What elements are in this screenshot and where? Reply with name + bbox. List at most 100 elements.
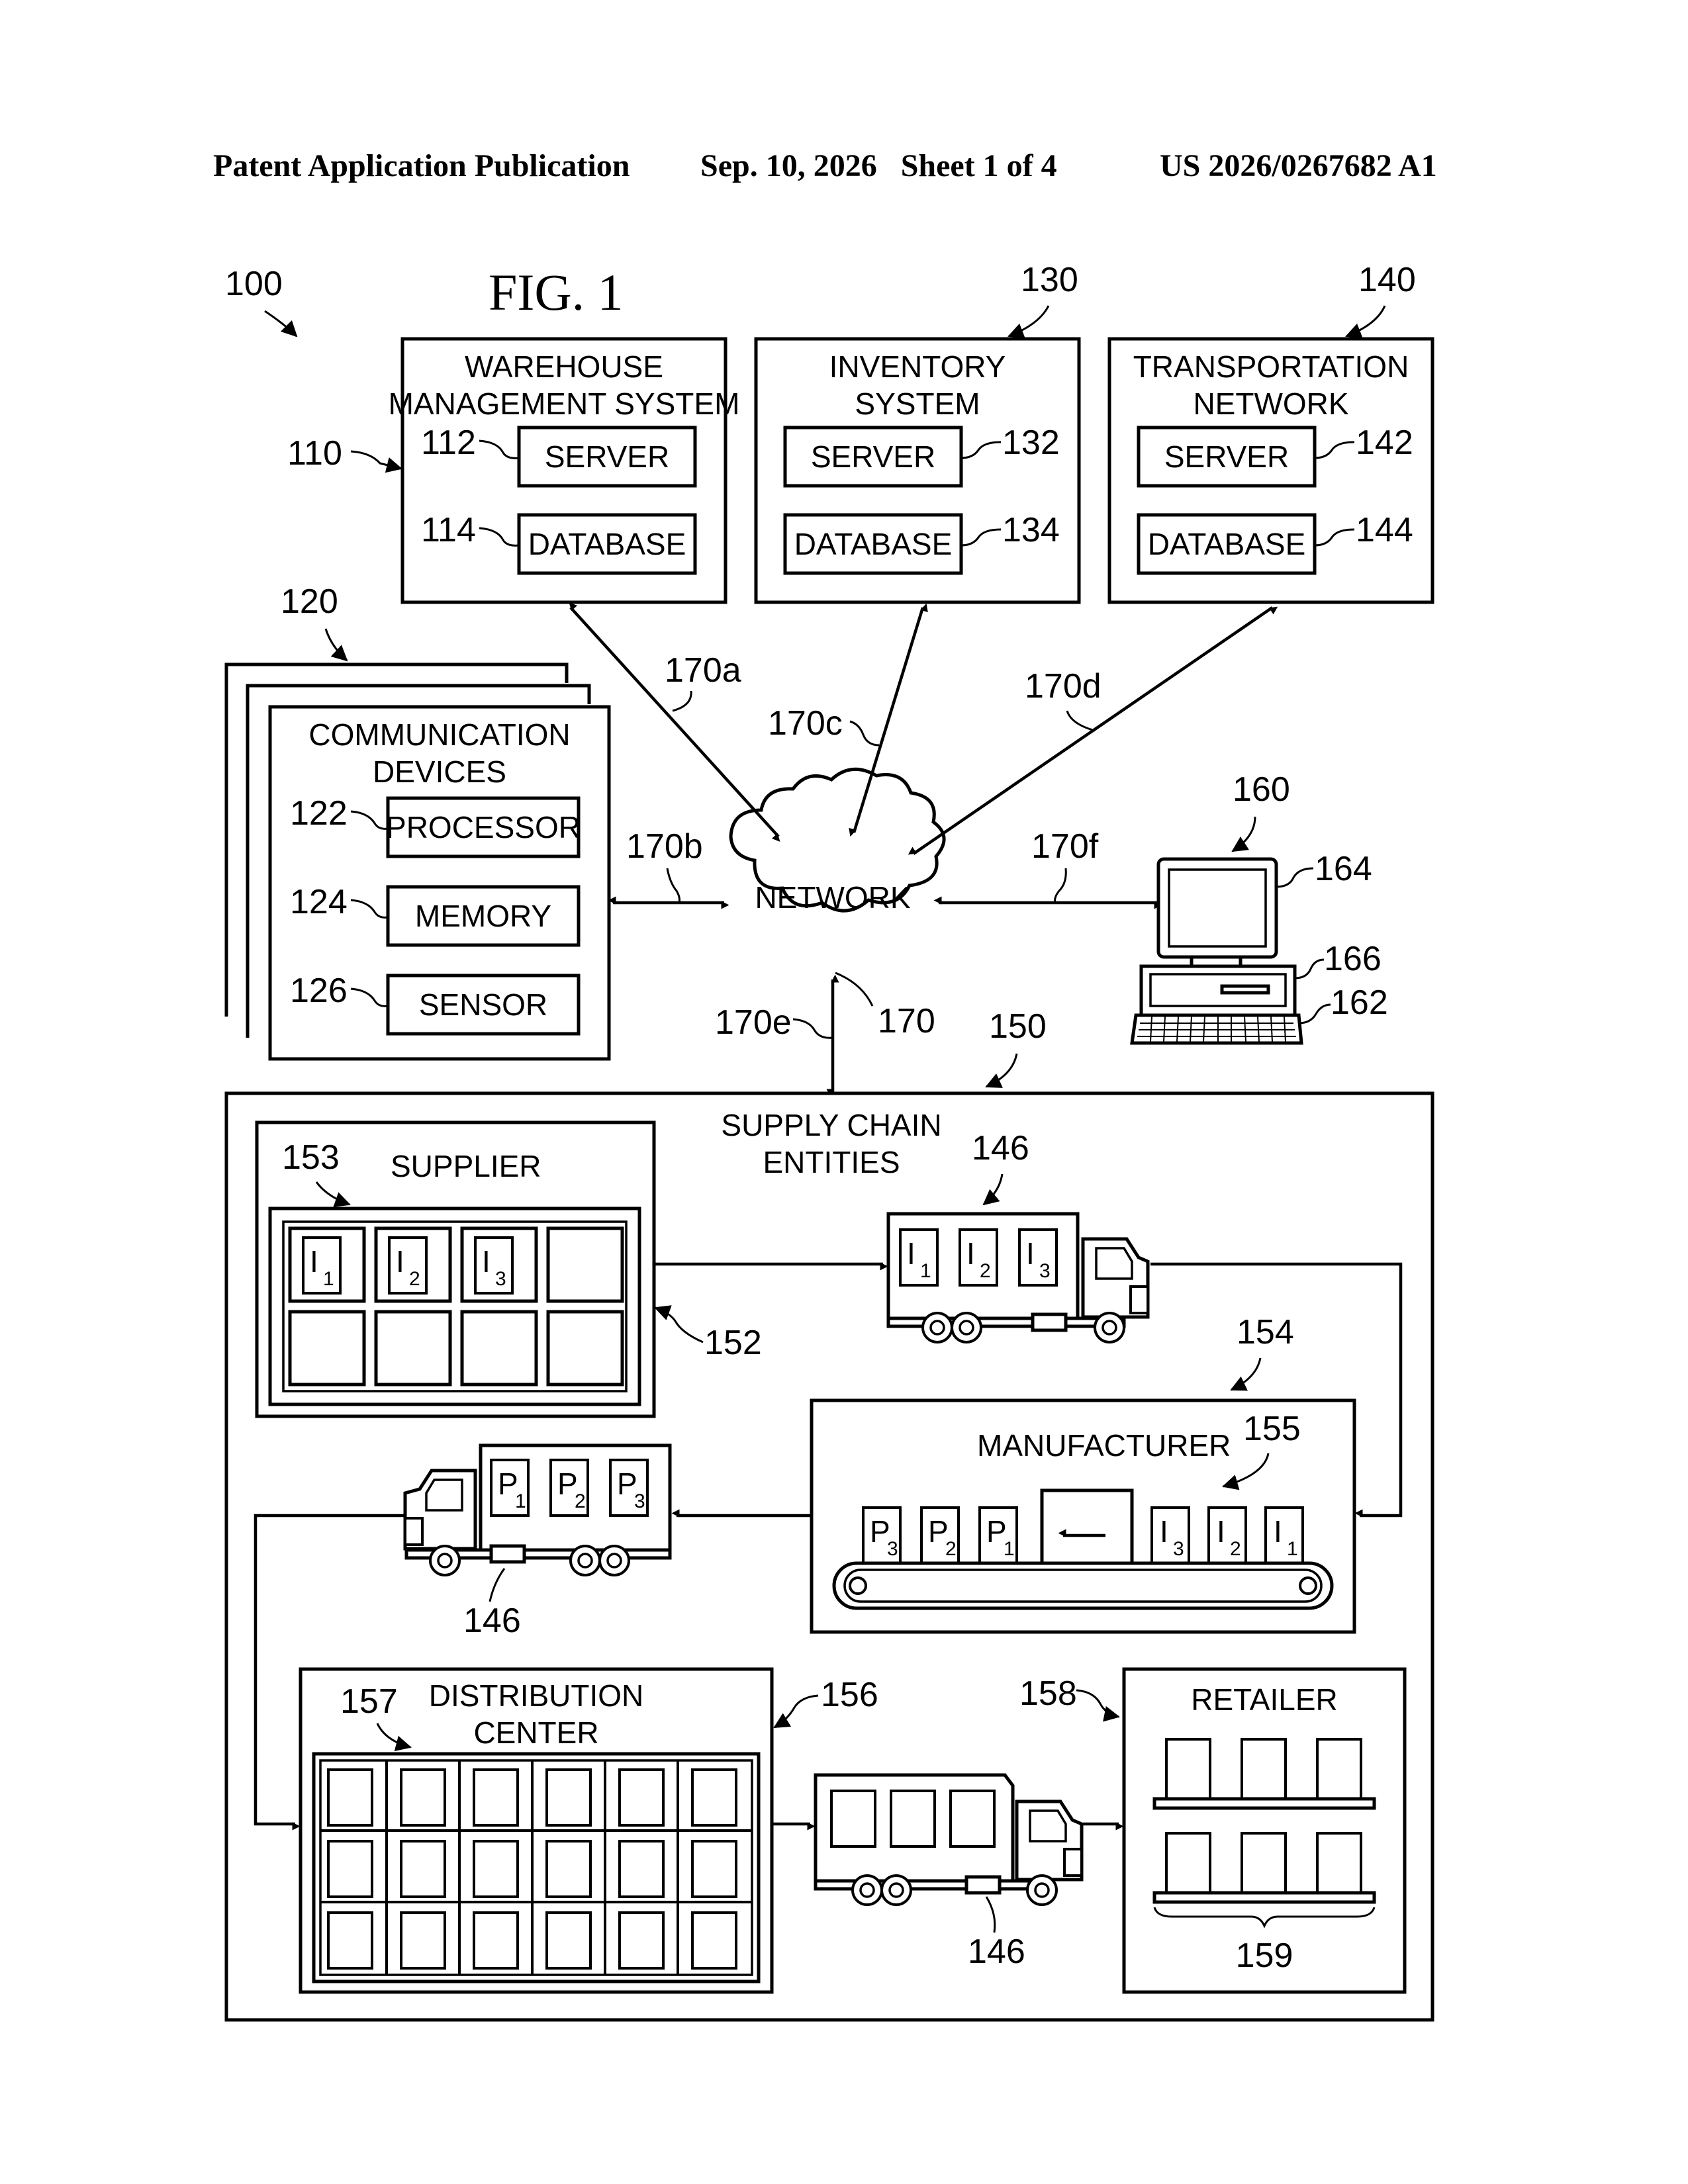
link-170e-leader	[793, 1019, 833, 1038]
warehouse-ref: 110	[287, 434, 342, 473]
truck-grille	[1131, 1287, 1148, 1313]
truck-wheel	[1095, 1313, 1124, 1342]
truck-item-letter: I	[907, 1236, 915, 1271]
supplier-slot	[548, 1312, 622, 1385]
truck-wheel	[882, 1876, 911, 1905]
devices-title-line-1: COMMUNICATION	[308, 717, 570, 752]
transport-server-label: SERVER	[1164, 439, 1289, 474]
transport-database-ref: 144	[1356, 511, 1413, 549]
truck-chassis	[816, 1881, 1050, 1889]
manufacturer-item-sub: 3	[1173, 1538, 1184, 1560]
supplier-item-box	[389, 1238, 426, 1293]
manufacturer-product-sub: 3	[887, 1538, 898, 1560]
retailer-product	[1166, 1833, 1210, 1893]
retailer-product	[1242, 1739, 1286, 1799]
devices-title-line-2: DEVICES	[373, 754, 506, 789]
retailer: RETAILER 159	[1124, 1669, 1405, 1992]
supplier-item-letter: I	[310, 1244, 318, 1279]
truck-wheel	[430, 1546, 459, 1575]
memory-label: MEMORY	[415, 899, 551, 933]
link-170f-leader	[1055, 868, 1066, 903]
distribution-title-line-2: CENTER	[473, 1715, 598, 1750]
warehouse-server-label: SERVER	[545, 439, 669, 474]
supply-chain-title-line-2: ENTITIES	[763, 1145, 900, 1179]
manufacturer-item-letter: I	[1160, 1514, 1168, 1549]
supplier-label: SUPPLIER	[391, 1149, 541, 1183]
network-label: NETWORK	[755, 880, 910, 915]
tower-ref: 166	[1324, 940, 1382, 978]
warehouse-server-ref: 112	[421, 424, 476, 462]
supplier-slot	[548, 1228, 622, 1301]
truck-product-sub: 3	[634, 1490, 645, 1512]
warehouse-title-line-1: WAREHOUSE	[465, 349, 663, 384]
tower-ref-leader	[1295, 960, 1324, 978]
devices-ref: 120	[281, 582, 338, 621]
truck-item-sub: 1	[920, 1260, 931, 1282]
truck-ref: 146	[968, 1933, 1025, 1971]
supplier-slot	[290, 1312, 364, 1385]
transport-server-ref: 142	[1356, 424, 1413, 462]
inventory-server-label: SERVER	[811, 439, 935, 474]
retailer-ref: 158	[1019, 1674, 1077, 1713]
distribution-title-line-1: DISTRIBUTION	[429, 1678, 644, 1713]
inventory-title-line-2: SYSTEM	[855, 387, 980, 421]
truck-item-box	[900, 1230, 937, 1285]
distribution-ref: 156	[821, 1676, 878, 1714]
supplier-item-sub: 1	[323, 1268, 334, 1290]
retailer-label: RETAILER	[1191, 1682, 1338, 1717]
network-cloud: NETWORK	[731, 769, 944, 915]
manufacturer-item-sub: 2	[1230, 1538, 1241, 1560]
link-170f-label: 170f	[1031, 827, 1099, 866]
transport-title-line-1: TRANSPORTATION	[1133, 349, 1409, 384]
manufacturer-product-sub: 2	[945, 1538, 957, 1560]
sensor-ref: 126	[290, 972, 348, 1010]
truck-wheel	[952, 1313, 981, 1342]
inventory-database-label: DATABASE	[794, 527, 953, 561]
manufacturer-item-sub: 1	[1287, 1538, 1298, 1560]
supply-chain-ref: 150	[989, 1007, 1047, 1046]
truck-item-box	[960, 1230, 997, 1285]
computer-ref-leader	[1233, 817, 1255, 851]
inventory-ref-leader	[1009, 306, 1049, 336]
truck-item-sub: 2	[980, 1260, 991, 1282]
truck-item-sub: 3	[1039, 1260, 1051, 1282]
truck-item-letter: I	[1026, 1236, 1035, 1271]
truck-wheel	[923, 1313, 952, 1342]
manufacturer-item-letter: I	[1217, 1514, 1225, 1549]
inventory-system: INVENTORY SYSTEM SERVER DATABASE	[756, 339, 1079, 602]
truck-product-sub: 1	[515, 1490, 526, 1512]
retailer-product	[1242, 1833, 1286, 1893]
warehouse-database-ref: 114	[421, 511, 476, 549]
header-publication-number: US 2026/0267682 A1	[1160, 148, 1437, 183]
figure-title: FIG. 1	[489, 263, 624, 321]
supplier-item-letter: I	[396, 1244, 404, 1279]
supplier-rack-ref: 153	[282, 1138, 340, 1177]
supply-chain-ref-leader	[986, 1054, 1017, 1087]
truck-box	[951, 1791, 994, 1846]
retailer-shelf	[1154, 1893, 1374, 1902]
truck-tank	[966, 1877, 1000, 1893]
warehouse-title-line-2: MANAGEMENT SYSTEM	[389, 387, 740, 421]
header-date-sheet: Sep. 10, 2026 Sheet 1 of 4	[700, 148, 1057, 183]
manufacturer-machine	[1042, 1490, 1132, 1563]
truck-wheel	[571, 1546, 600, 1575]
retailer-product	[1317, 1833, 1361, 1893]
warehouse-management-system: WAREHOUSE MANAGEMENT SYSTEM SERVER DATAB…	[389, 339, 740, 602]
header-publication-label: Patent Application Publication	[213, 148, 630, 183]
processor-label: PROCESSOR	[386, 810, 581, 844]
transport-title-line-2: NETWORK	[1193, 387, 1348, 421]
supplier-item-box	[303, 1238, 340, 1293]
communication-devices: COMMUNICATION DEVICES PROCESSOR MEMORY S…	[226, 664, 609, 1059]
monitor-ref: 164	[1315, 850, 1372, 888]
transport-ref-leader	[1346, 306, 1385, 336]
inventory-ref: 130	[1021, 261, 1078, 299]
supplier-item-sub: 3	[495, 1268, 506, 1290]
manufacturer-item-letter: I	[1274, 1514, 1282, 1549]
truck-tank	[1033, 1314, 1066, 1330]
manufacturer-ref: 154	[1237, 1313, 1294, 1351]
link-170a-leader	[673, 691, 691, 711]
truck-grille	[405, 1518, 422, 1545]
link-170b-leader	[667, 868, 680, 903]
truck-tank	[491, 1546, 524, 1562]
